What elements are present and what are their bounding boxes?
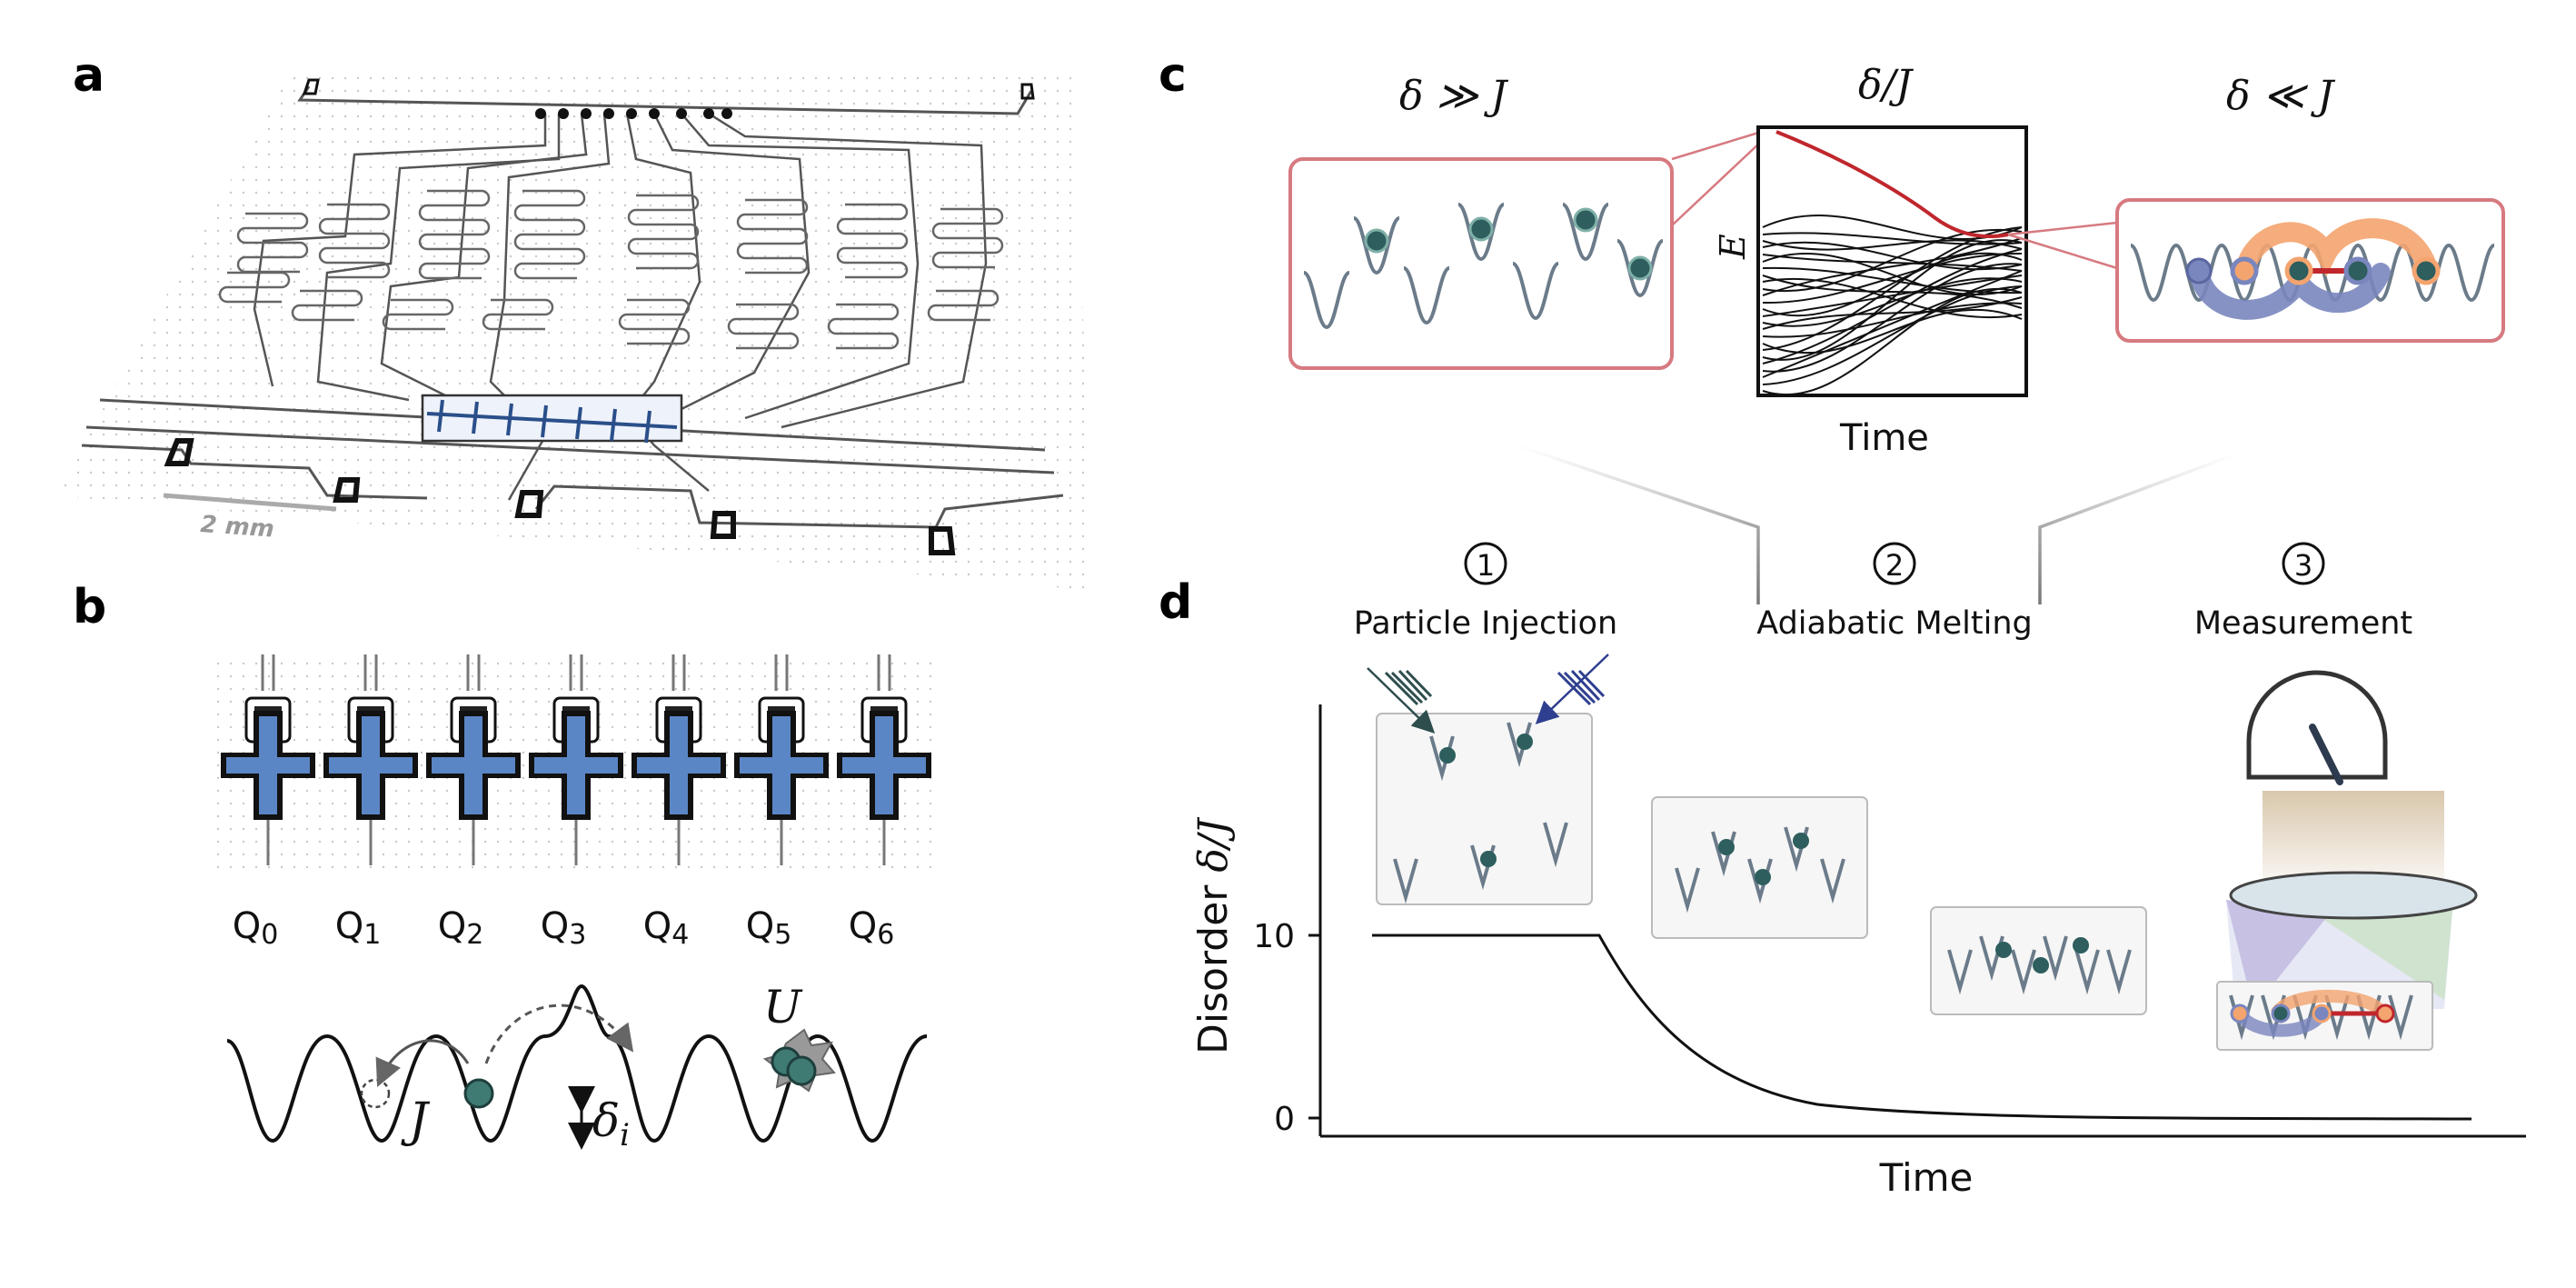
qubit-label-4: Q4 — [643, 905, 690, 951]
energy-level — [1762, 270, 2023, 378]
panel-c-letter: c — [1159, 48, 1187, 103]
fade-line-left — [1517, 444, 1760, 604]
panel-b-letter: b — [73, 580, 106, 634]
center-title: δ/J — [1858, 62, 1914, 108]
disorder-axes — [1308, 704, 2526, 1138]
qubit-label-0: Q0 — [233, 905, 279, 951]
disorder-curve — [1372, 934, 2472, 1121]
energy-level — [1762, 228, 2023, 293]
empty-site — [360, 1078, 391, 1109]
ground-state-line — [1775, 130, 2009, 239]
energy-level — [1762, 285, 2023, 385]
energy-level — [1762, 239, 2023, 361]
disordered-regime-box — [1288, 157, 1674, 370]
ytick-10: 10 — [1253, 918, 1295, 955]
qubit-0 — [221, 654, 315, 865]
interaction-label: U — [763, 981, 803, 1033]
detuning-label: δi — [592, 1094, 630, 1153]
inset-time-label: Time — [1839, 417, 1929, 459]
qubit-2 — [426, 654, 521, 865]
right-regime-title: δ ≪ J — [2226, 73, 2336, 119]
step-2-label: Adiabatic Melting — [1756, 605, 2033, 642]
qubit-1 — [323, 654, 418, 865]
lattice-potential — [226, 983, 928, 1150]
step-1-number: 1 — [1477, 548, 1495, 583]
qubit-5 — [734, 654, 829, 865]
energy-level — [1762, 241, 2023, 271]
step-1-label: Particle Injection — [1354, 605, 1618, 642]
energy-level — [1762, 275, 2023, 317]
qubit-label-1: Q1 — [335, 905, 382, 951]
qubit-crosses — [221, 654, 931, 865]
panel-d-letter: d — [1159, 575, 1192, 630]
energy-axis-label: E — [1713, 234, 1753, 260]
qubit-label-3: Q3 — [541, 905, 587, 951]
melting-box-1 — [1651, 796, 1868, 939]
hop-arrow-left — [375, 1039, 470, 1087]
step-3-number: 3 — [2294, 548, 2312, 583]
energy-spectrum-inset — [1756, 125, 2028, 397]
step-2-number: 2 — [1885, 548, 1904, 583]
scale-bar-label: 2 mm — [200, 511, 275, 544]
energy-level — [1762, 287, 2023, 396]
qubit-6 — [837, 654, 931, 865]
qubit-label-2: Q2 — [438, 905, 484, 951]
qubit-labels: Q0 Q1 Q2 Q3 Q4 Q5 Q6 — [233, 905, 895, 951]
detuning-subscript: i — [620, 1117, 630, 1153]
energy-level — [1762, 252, 2023, 296]
step-2: 2 Adiabatic Melting — [1756, 542, 2033, 642]
particle — [786, 1055, 817, 1086]
energy-level — [1762, 263, 2023, 373]
injection-box — [1367, 654, 1609, 905]
energy-level — [1762, 296, 2023, 330]
disorder-axis-symbol: δ/J — [1190, 816, 1237, 872]
energy-level — [1762, 277, 2023, 327]
energy-level — [1762, 232, 2023, 245]
panel-a-letter: a — [73, 48, 104, 103]
connector-right-2 — [2007, 233, 2118, 270]
gauge-icon — [2309, 724, 2343, 785]
disorder-axis-label: Disorder δ/J — [1190, 816, 1237, 1054]
energy-level — [1762, 237, 2023, 296]
melted-regime-box — [2115, 198, 2505, 343]
scale-bar — [163, 493, 337, 512]
step-3: 3 Measurement — [2194, 542, 2412, 642]
time-axis-label: Time — [1879, 1155, 1974, 1200]
energy-level — [1762, 277, 2023, 319]
fade-line-right — [2038, 453, 2236, 604]
energy-level — [1762, 248, 2023, 364]
qubit-3 — [529, 654, 623, 865]
qubit-label-6: Q6 — [849, 905, 895, 951]
step-1: 1 Particle Injection — [1354, 542, 1618, 642]
measurement-apparatus — [2216, 670, 2478, 1051]
hop-arrow-right — [484, 1003, 634, 1064]
left-regime-title: δ ≫ J — [1399, 73, 1509, 119]
hopping-label: J — [401, 1093, 431, 1148]
step-3-label: Measurement — [2194, 605, 2412, 642]
connector-right-1 — [2007, 221, 2118, 236]
qubit-4 — [632, 654, 726, 865]
melting-box-2 — [1930, 906, 2147, 1015]
ytick-0: 0 — [1274, 1101, 1295, 1138]
chip-layout — [55, 73, 1095, 591]
energy-level — [1762, 302, 2023, 338]
particle — [463, 1078, 494, 1109]
energy-level — [1762, 252, 2023, 317]
energy-level — [1762, 252, 2023, 305]
qubit-label-5: Q5 — [746, 905, 792, 951]
